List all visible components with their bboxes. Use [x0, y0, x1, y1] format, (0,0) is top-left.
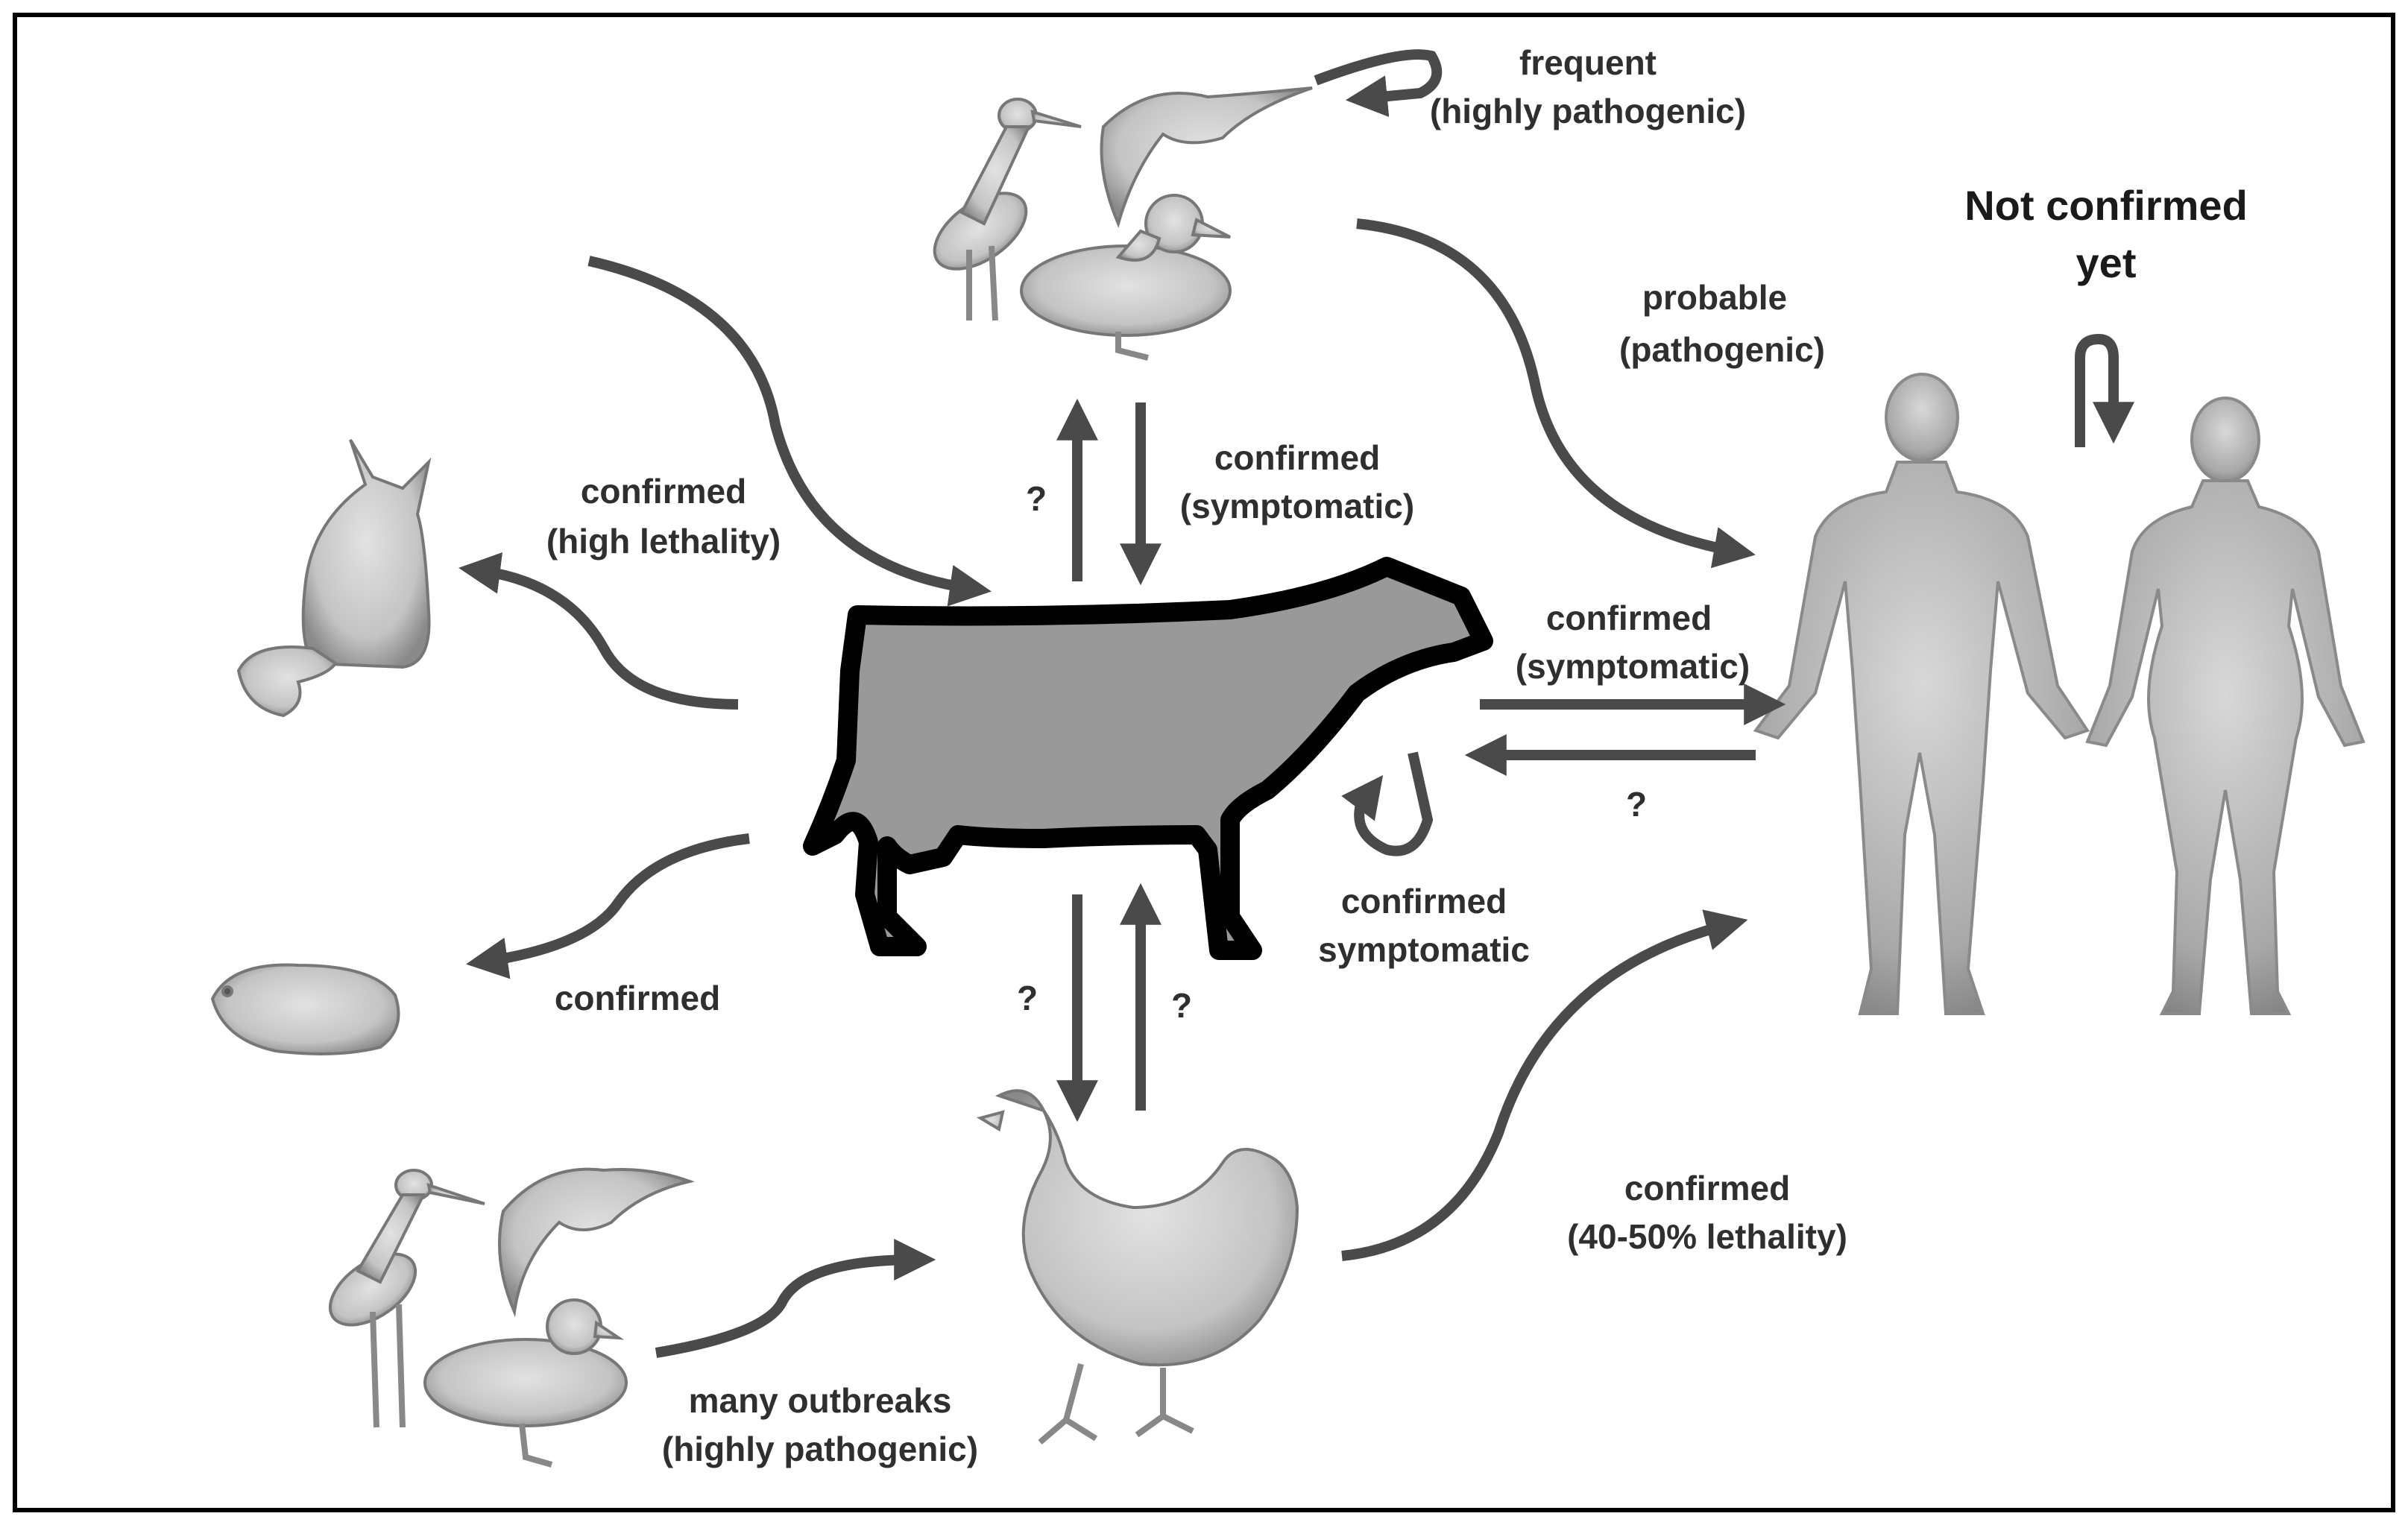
- arrow-poultry-to-human: [1341, 909, 1748, 1261]
- label-cow-to-chicken-q: ?: [1017, 979, 1038, 1017]
- label-cow-to-human-2: (symptomatic): [1516, 647, 1750, 686]
- label-not-confirmed-1: Not confirmed: [1964, 182, 2248, 229]
- label-chicken-to-cow-q: ?: [1171, 986, 1192, 1025]
- label-birds-to-human-2: (pathogenic): [1619, 330, 1825, 369]
- label-birds-to-poultry-2: (highly pathogenic): [662, 1430, 978, 1468]
- label-wild-birds-self-2: (highly pathogenic): [1430, 92, 1746, 130]
- label-to-rodent: confirmed: [555, 979, 720, 1017]
- label-cow-to-birds-q: ?: [1026, 479, 1047, 518]
- arrow-wild-birds-self: [1314, 49, 1443, 118]
- arrow-cow-self: [1341, 751, 1434, 856]
- label-wild-birds-self-1: frequent: [1519, 43, 1657, 82]
- label-human-to-cow-q: ?: [1626, 785, 1647, 824]
- label-birds-to-cow-2: (symptomatic): [1180, 487, 1414, 525]
- rodent-icon: [210, 963, 400, 1055]
- label-birds-to-human-1: probable: [1642, 278, 1787, 317]
- cow-icon: [803, 557, 1493, 960]
- arrows: [458, 49, 2134, 1358]
- label-poultry-to-human-1: confirmed: [1624, 1169, 1790, 1207]
- arrow-birds-to-human: [1356, 218, 1756, 569]
- label-cow-to-human-1: confirmed: [1546, 599, 1712, 637]
- label-cow-self-1: confirmed: [1341, 882, 1507, 921]
- wild-birds-top-icon: [933, 86, 1313, 361]
- label-to-cat-1: confirmed: [581, 472, 746, 511]
- humans-icon: [1753, 373, 2366, 1015]
- cat-icon: [236, 438, 432, 718]
- label-not-confirmed-2: yet: [2076, 239, 2137, 286]
- label-to-cat-2: (high lethality): [546, 522, 781, 561]
- label-cow-self-2: symptomatic: [1318, 930, 1530, 969]
- chicken-icon: [976, 1089, 1299, 1445]
- arrow-cow-to-rodent: [466, 833, 750, 979]
- arrow-birds-to-poultry: [655, 1239, 936, 1358]
- arrow-birds-to-cow-curve: [587, 256, 992, 607]
- label-birds-to-poultry-1: many outbreaks: [689, 1381, 952, 1420]
- arrow-cow-to-cat: [458, 552, 739, 710]
- arrow-human-self: [2075, 333, 2134, 447]
- wild-birds-bottom-icon: [328, 1167, 696, 1468]
- label-poultry-to-human-2: (40-50% lethality): [1567, 1217, 1847, 1256]
- labels: frequent (highly pathogenic) Not confirm…: [546, 43, 2248, 1468]
- label-birds-to-cow-1: confirmed: [1214, 438, 1380, 477]
